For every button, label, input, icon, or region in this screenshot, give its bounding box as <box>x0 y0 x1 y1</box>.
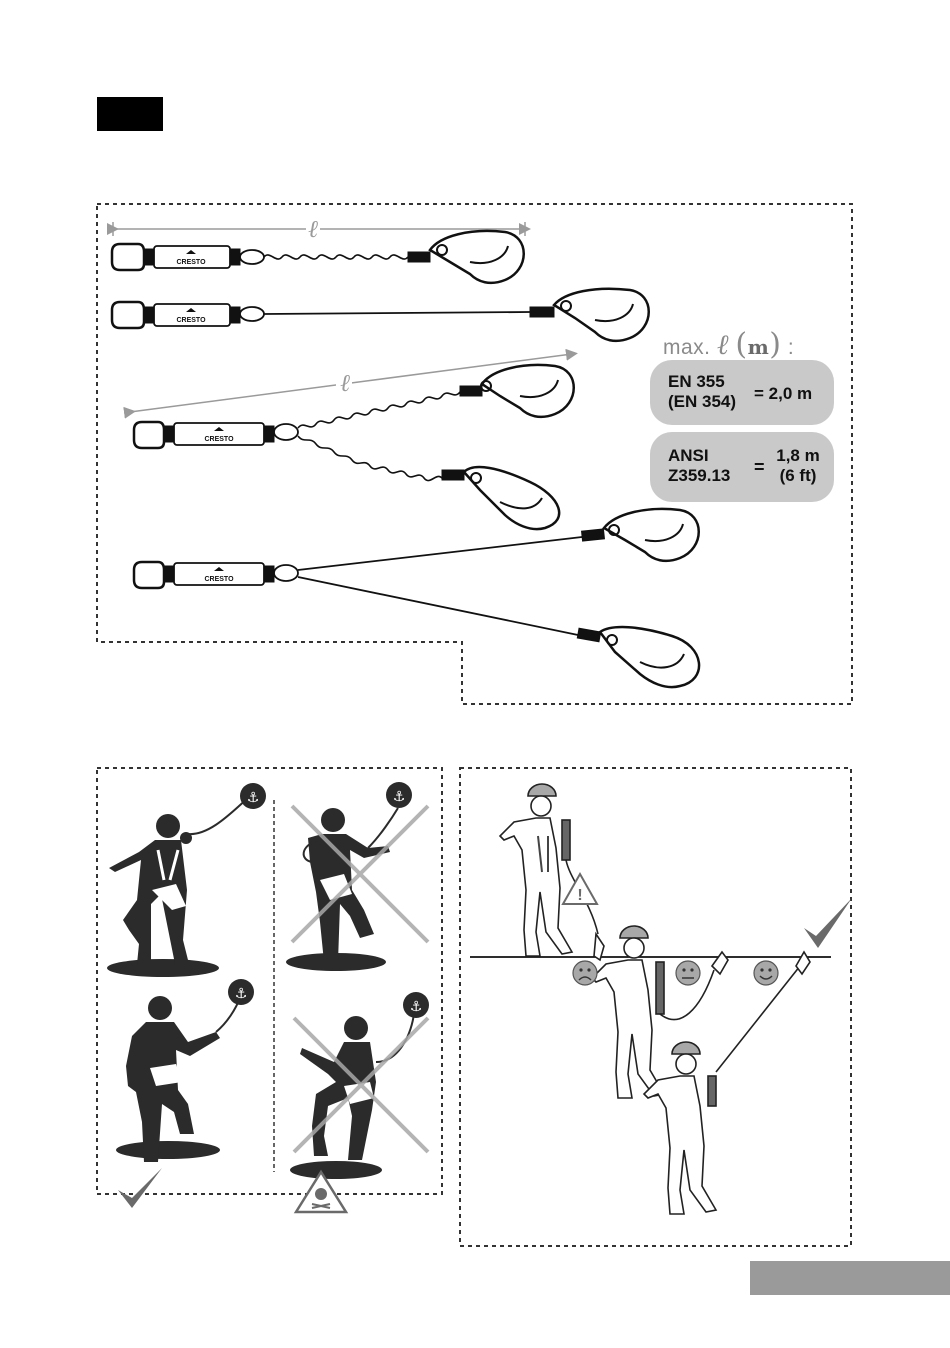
max-suffix: : <box>788 336 794 359</box>
neutral-face-icon <box>676 961 700 985</box>
standard-2-line2: Z359.13 <box>668 466 730 486</box>
warning-icon: ! <box>563 874 597 904</box>
figure-correct-chest <box>116 979 254 1162</box>
anchor-icon: ⚓ <box>393 788 406 804</box>
brand-label-2: CRESTO <box>176 317 206 324</box>
length-symbol-2: ℓ <box>340 369 350 397</box>
happy-face-icon <box>754 961 778 985</box>
max-length-symbol: ℓ <box>717 328 729 361</box>
check-icon <box>804 898 852 948</box>
standard-2-line1: ANSI <box>668 446 730 466</box>
sad-face-icon <box>573 961 597 985</box>
worker-middle <box>592 926 728 1098</box>
worker-low <box>644 952 810 1214</box>
lanyard-double-elastic: CRESTO <box>134 365 574 529</box>
lanyard-rope: CRESTO <box>112 289 649 341</box>
brand-label-1: CRESTO <box>176 259 206 266</box>
length-symbol-1: ℓ <box>308 215 318 243</box>
worker-standing-high <box>500 784 604 960</box>
standard-en355-box: EN 355 (EN 354) = 2,0 m <box>650 360 834 425</box>
standard-1-line1: EN 355 <box>668 372 736 392</box>
figure-correct-back <box>107 783 266 977</box>
figure-incorrect-front <box>286 782 412 971</box>
lanyard-double-rope: CRESTO <box>134 509 699 687</box>
max-length-unit: m <box>748 335 770 359</box>
anchor-icon: ⚓ <box>247 789 260 805</box>
brand-label-4: CRESTO <box>204 576 234 583</box>
standard-2-value-line2: (6 ft) <box>768 466 828 486</box>
anchor-icon: ⚓ <box>410 998 423 1014</box>
standard-ansi-box: ANSI Z359.13 = 1,8 m (6 ft) <box>650 432 834 502</box>
anchor-icon: ⚓ <box>235 985 248 1001</box>
standard-2-value-line1: 1,8 m <box>768 446 828 466</box>
warning-symbol: ! <box>577 887 582 904</box>
standard-2-equals: = <box>754 457 765 478</box>
max-prefix: max. <box>663 336 711 359</box>
max-length-label: max. ℓ (m) : <box>663 327 794 362</box>
check-icon <box>118 1168 162 1208</box>
brand-label-3: CRESTO <box>204 436 234 443</box>
standard-1-value: = 2,0 m <box>754 384 812 404</box>
standard-1-line2: (EN 354) <box>668 392 736 412</box>
